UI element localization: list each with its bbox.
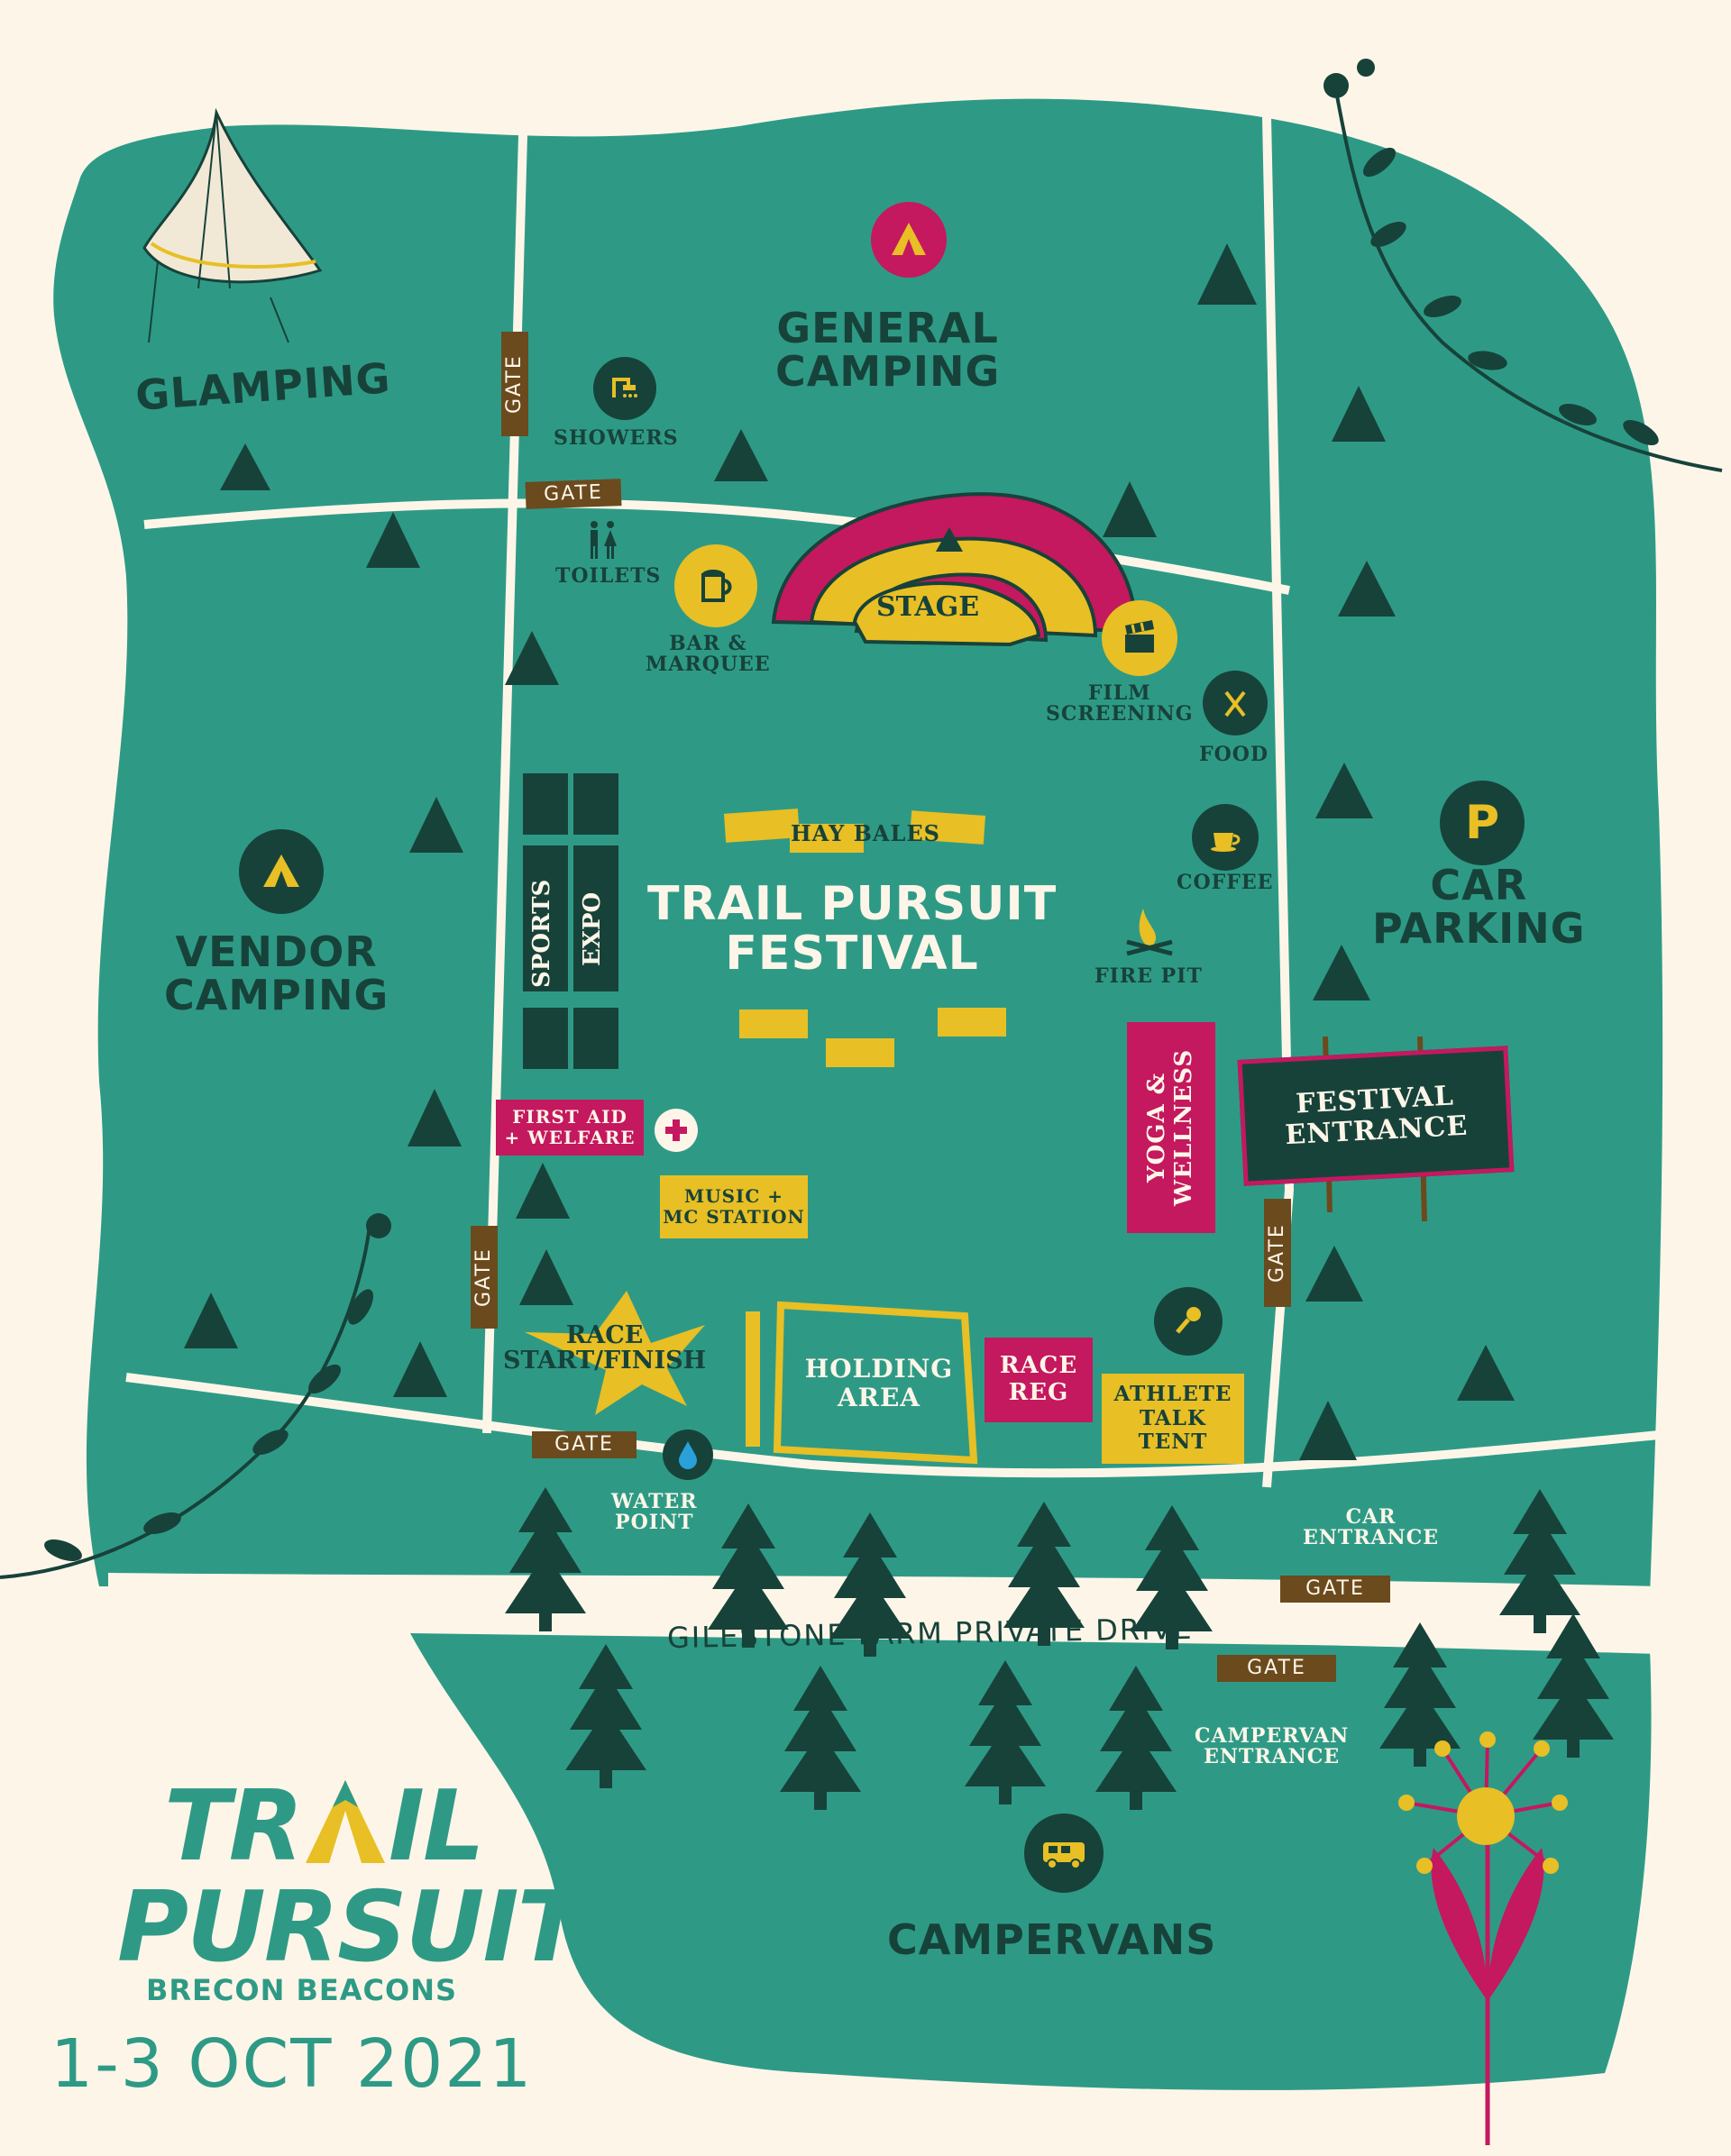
campfire-icon [1126,909,1173,956]
film-label: FILM SCREENING [1046,681,1194,726]
campervan-entrance-label: CAMPERVAN ENTRANCE [1195,1724,1350,1769]
sports-label: SPORTS [528,879,555,988]
beer-icon [674,544,757,627]
coffee-label: COFFEE [1177,871,1274,894]
athlete-talk-box: ATHLETE TALK TENT [1102,1374,1244,1464]
mountain-a-icon [302,1777,389,1867]
showers-label: SHOWERS [554,426,679,450]
tent-icon [871,202,947,278]
logo-part-il: IL [388,1770,485,1883]
logo-part-tr: TR [164,1770,304,1883]
coffee-cup-icon [1192,804,1259,871]
toilets-label: TOILETS [555,564,662,588]
pine-tree-icon [505,1487,1614,1810]
first-aid-cross-icon [655,1109,698,1152]
water-drop-icon [663,1430,713,1480]
expo-label: EXPO [579,891,606,966]
stage-icon [771,492,1139,647]
logo-line-2: PURSUIT [117,1871,583,1984]
gate-east: GATE [1264,1199,1291,1307]
stage-label: STAGE [876,591,980,623]
yoga-box: YOGA & WELLNESS [1127,1022,1215,1233]
holding-area-label: HOLDING AREA [804,1353,954,1412]
clapperboard-icon [1102,600,1177,676]
gate-bottom: GATE [532,1431,637,1458]
hay-bales [723,808,1006,1067]
race-reg-box: RACE REG [985,1338,1093,1422]
microphone-icon [1154,1287,1223,1356]
yoga-label: YOGA & WELLNESS [1143,1048,1197,1207]
fire-pit-label: FIRE PIT [1094,964,1203,988]
star-icon [525,1291,705,1415]
water-point-label: WATER POINT [611,1490,698,1535]
car-parking-label: CAR PARKING [1372,861,1586,954]
car-entrance-label: CAR ENTRANCE [1303,1505,1439,1550]
parking-icon: P [1440,781,1525,865]
gate-top: GATE [525,479,622,509]
bar-label: BAR & MARQUEE [646,632,771,677]
first-aid-box: FIRST AID + WELFARE [496,1100,644,1156]
music-box: MUSIC + MC STATION [660,1175,808,1238]
paths [125,116,1660,1488]
campervans-label: CAMPERVANS [887,1915,1217,1964]
event-dates: 1-3 OCT 2021 [50,2025,534,2103]
festival-title: TRAIL PURSUIT FESTIVAL [647,877,1058,981]
sports-expo-tents [523,773,618,1069]
holding-area-shape [746,1301,978,1465]
general-camping-label: GENERAL CAMPING [775,304,1001,397]
hay-bales-label: HAY BALES [791,820,940,846]
gate-car: GATE [1280,1576,1390,1603]
vendor-tent-icon [239,829,324,914]
toilet-icon [584,519,620,562]
race-start-label: RACE START/FINISH [503,1321,707,1375]
vine-leaves [44,59,1659,1562]
shower-icon [593,357,656,420]
campervan-icon [1024,1813,1104,1893]
food-label: FOOD [1199,743,1269,766]
gate-west: GATE [471,1226,498,1329]
festival-entrance-sign: FESTIVAL ENTRANCE [1237,1046,1515,1186]
vendor-camping-label: VENDOR CAMPING [164,927,389,1020]
flower-icon [1398,1731,1568,2145]
cutlery-icon [1203,671,1268,735]
tree-triangles [184,243,1515,1460]
logo-line-3: BRECON BEACONS [146,1973,458,2007]
gate-north: GATE [501,332,528,436]
bell-tent-icon [142,107,323,343]
gate-campervan: GATE [1217,1655,1336,1682]
